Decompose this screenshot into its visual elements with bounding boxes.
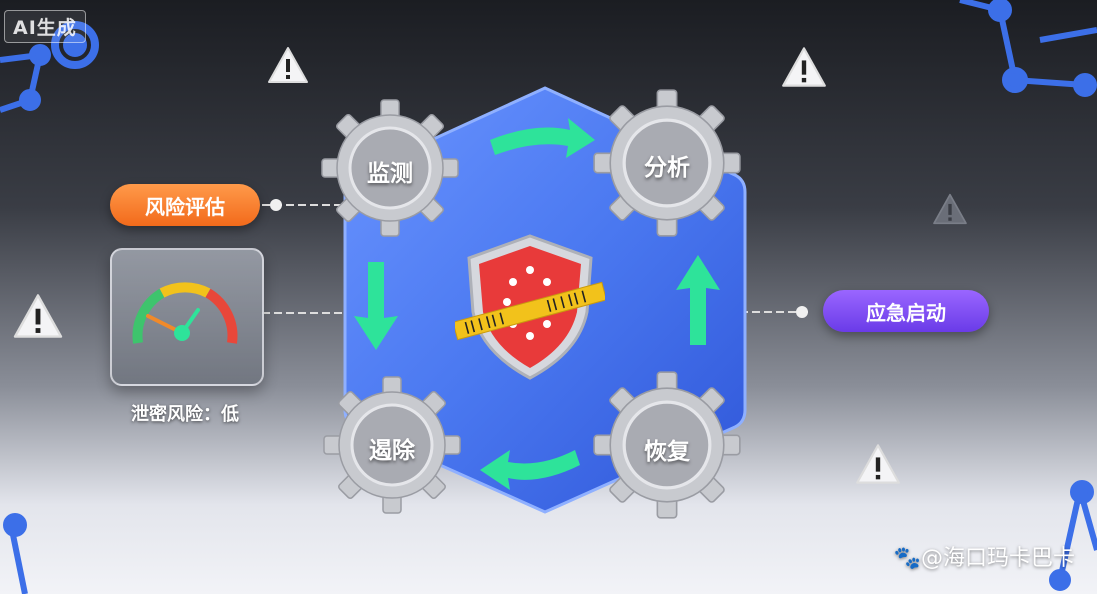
ai-generated-badge: AI生成 <box>4 10 86 43</box>
leak-risk-caption: 泄密风险：低 <box>131 404 239 425</box>
arrow-down-icon <box>354 262 398 350</box>
gear-icon <box>593 371 741 519</box>
arrow-left-icon <box>480 450 580 490</box>
gear-label-eliminate: 遏除 <box>369 438 415 464</box>
risk-assessment-tag: 风险评估 <box>110 184 260 226</box>
gear-eliminate <box>323 376 461 514</box>
emergency-start-tag: 应急启动 <box>823 290 989 332</box>
gear-icon <box>593 89 741 237</box>
shield-icon <box>455 234 605 380</box>
arrow-right-icon <box>490 118 595 158</box>
gear-label-recover: 恢复 <box>644 439 690 465</box>
gear-label-monitor: 监测 <box>367 161 413 187</box>
warning-icon <box>268 47 308 83</box>
paw-icon: 🐾 <box>893 546 921 571</box>
warning-icon <box>856 444 900 484</box>
gear-icon <box>51 21 99 69</box>
gear-recover <box>593 371 741 519</box>
watermark: 🐾@海口玛卡巴卡 <box>894 540 1075 572</box>
warning-icon <box>933 193 967 225</box>
gear-analyze <box>593 89 741 237</box>
warning-icon <box>782 47 826 87</box>
watermark-text: @海口玛卡巴卡 <box>920 546 1075 571</box>
gauge-card <box>110 248 264 386</box>
gear-monitor <box>321 99 459 237</box>
gear-label-analyze: 分析 <box>644 155 690 181</box>
warning-icon <box>13 294 63 338</box>
gear-icon <box>323 376 461 514</box>
gear-icon <box>321 99 459 237</box>
arrow-up-icon <box>676 255 720 345</box>
gauge-icon <box>132 282 238 344</box>
